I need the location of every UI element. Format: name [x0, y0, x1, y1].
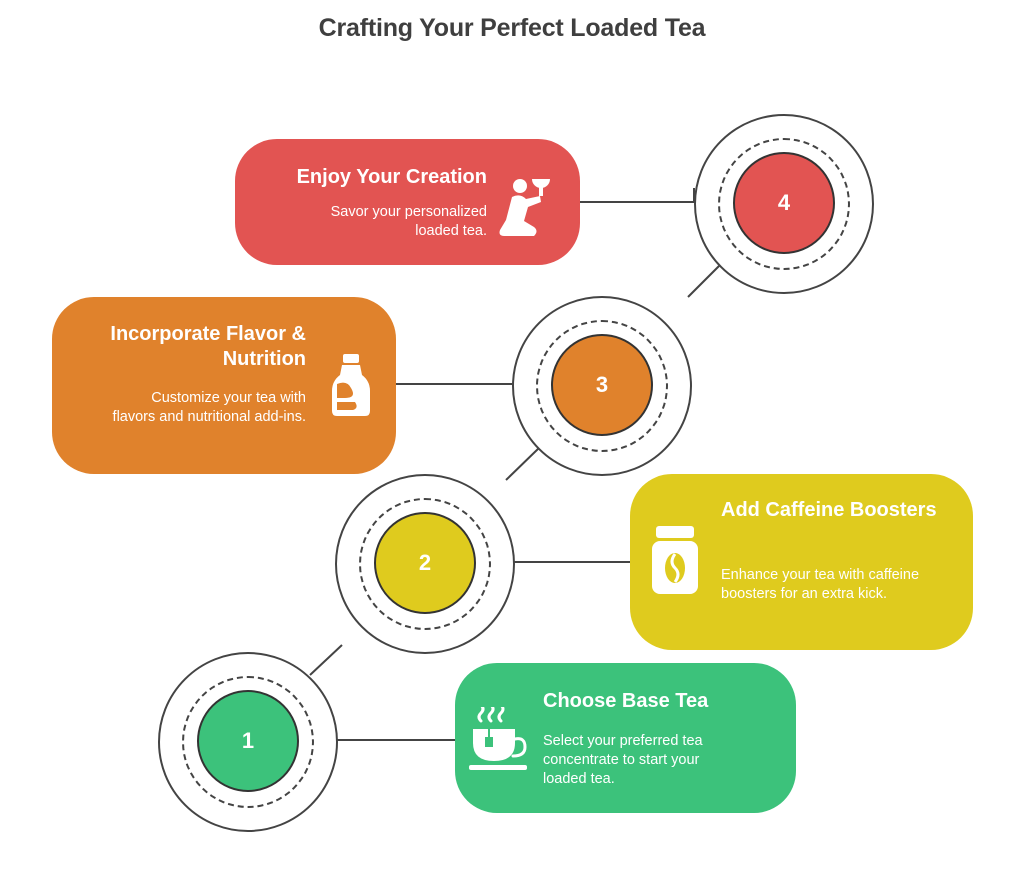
diagram-title: Crafting Your Perfect Loaded Tea [318, 14, 706, 42]
step-1-title: Choose Base Tea [543, 690, 709, 712]
step-2-title: Add Caffeine Boosters [721, 499, 937, 521]
step-4-card: Enjoy Your Creation Savor your personali… [235, 139, 580, 265]
link-2-3 [505, 446, 541, 481]
step-1-description: Select your preferred tea concentrate to… [543, 733, 703, 787]
step-1-card: Choose Base Tea Select your preferred te… [455, 663, 796, 813]
step-3-card: Incorporate Flavor & Nutrition Customize… [52, 297, 396, 474]
link-3-4 [687, 265, 720, 298]
step-1-number: 1 [197, 690, 299, 792]
coffee-jar-icon [652, 526, 698, 594]
tea-cup-icon [469, 707, 527, 770]
step-4-title: Enjoy Your Creation [296, 166, 487, 188]
step-3-title: Incorporate Flavor & Nutrition [110, 323, 306, 370]
step-1-dashed-ring [182, 676, 314, 808]
step-2-card: Add Caffeine Boosters Enhance your tea w… [630, 474, 973, 650]
step-3-dashed-ring [536, 320, 668, 452]
step-4-description: Savor your personalized loaded tea. [330, 204, 487, 239]
step-4-dashed-ring [718, 138, 850, 270]
bottle-icon [332, 354, 370, 416]
step-3-description: Customize your tea with flavors and nutr… [112, 390, 306, 425]
link-1-2 [309, 644, 343, 676]
link-card-4 [580, 188, 695, 203]
link-card-2 [511, 561, 630, 572]
step-2-description: Enhance your tea with caffeine boosters … [721, 567, 920, 602]
step-4-number: 4 [733, 152, 835, 254]
person-drinking-icon [499, 179, 550, 236]
step-2-dashed-ring [359, 498, 491, 630]
step-3-number: 3 [551, 334, 653, 436]
step-2-number: 2 [374, 512, 476, 614]
